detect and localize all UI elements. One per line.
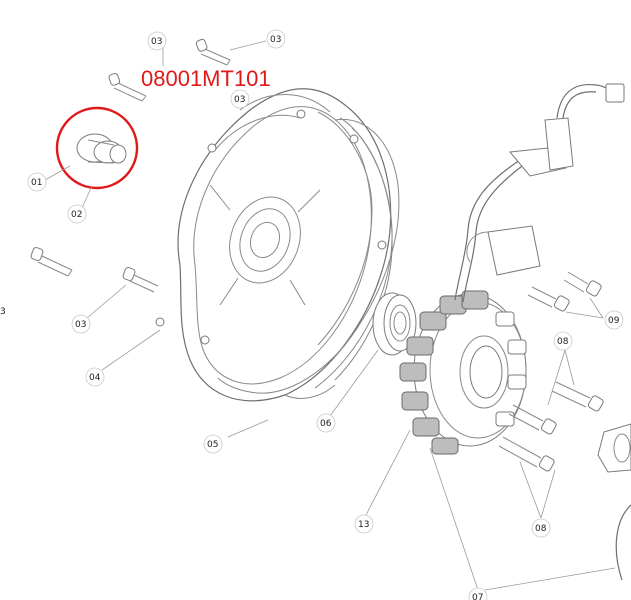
callout-04: 04 [85, 367, 105, 387]
callout-08-a: 08 [553, 331, 573, 351]
svg-text:03: 03 [270, 35, 281, 45]
svg-text:06: 06 [320, 419, 332, 429]
svg-text:04: 04 [89, 373, 101, 383]
flywheel-edge [615, 504, 631, 581]
svg-text:3: 3 [0, 307, 6, 317]
callout-03-left: 3 [0, 307, 6, 317]
flywheel-cover [155, 88, 393, 402]
svg-text:03: 03 [75, 320, 86, 330]
washer-part-01 [76, 133, 127, 164]
callout-03-a: 03 [147, 31, 167, 51]
callout-05: 05 [203, 434, 223, 454]
callout-13: 13 [354, 514, 374, 534]
bolt-part-08-a [551, 381, 604, 412]
callout-02: 02 [67, 204, 87, 224]
bearing-part-06 [372, 292, 417, 356]
bolt-left-1 [30, 246, 73, 277]
svg-text:13: 13 [358, 520, 369, 530]
bolt-top-1 [195, 38, 231, 66]
bolt-part-09-b [527, 286, 570, 312]
svg-text:03: 03 [234, 95, 245, 105]
callout-01: 01 [27, 172, 47, 192]
bolt-left-2 [122, 266, 159, 293]
bolt-top-2 [108, 72, 147, 102]
highlight-circle [55, 106, 139, 190]
callout-09: 09 [604, 310, 624, 330]
callout-08-b: 08 [531, 518, 551, 538]
bolt-part-08-b [508, 404, 557, 435]
svg-text:03: 03 [151, 37, 162, 47]
callout-03-b: 03 [266, 29, 286, 49]
callout-03-d: 03 [71, 314, 91, 334]
svg-text:08: 08 [535, 524, 547, 534]
svg-text:08: 08 [557, 337, 569, 347]
nut [597, 423, 631, 473]
stator-part-13 [399, 290, 527, 455]
svg-text:02: 02 [71, 210, 82, 220]
callout-07: 07 [468, 587, 488, 600]
stator-cable [454, 83, 625, 303]
gasket [217, 118, 400, 394]
bolt-part-09-a [563, 271, 602, 297]
svg-text:07: 07 [472, 593, 483, 600]
svg-text:09: 09 [608, 316, 620, 326]
callout-03-c: 03 [230, 89, 250, 109]
callout-06: 06 [316, 413, 336, 433]
part-number-title: 08001MT101 [141, 66, 271, 91]
svg-text:01: 01 [31, 178, 42, 188]
svg-text:05: 05 [207, 440, 218, 450]
bolt-part-08-c [498, 436, 555, 472]
